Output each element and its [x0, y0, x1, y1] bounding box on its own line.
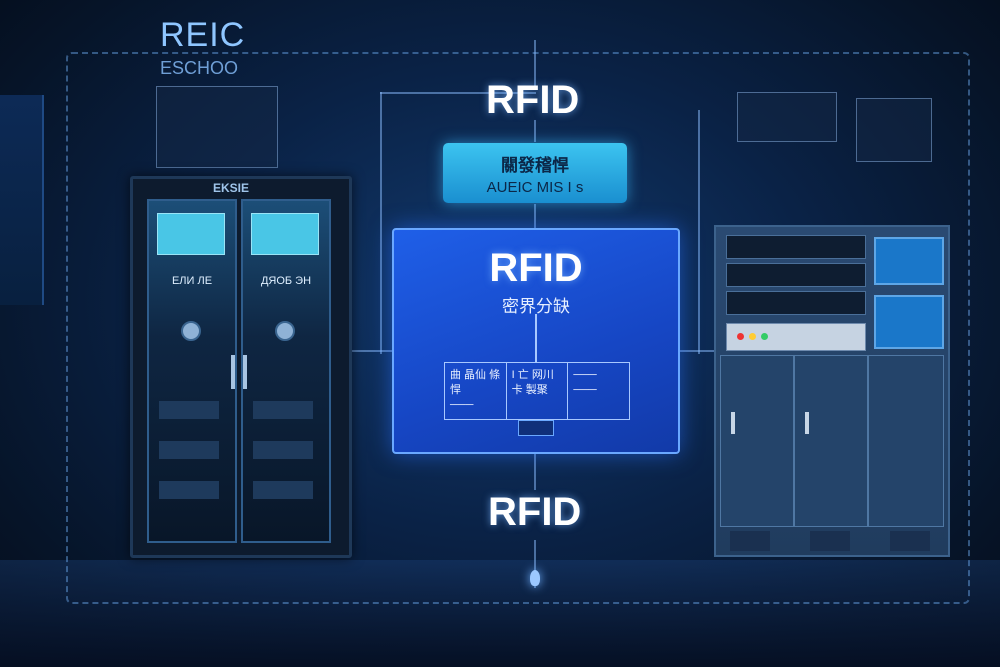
connector-line: [676, 350, 716, 352]
cabinet-module: [253, 401, 313, 419]
cabinet-module: [253, 481, 313, 499]
cabinet-label: EKSIE: [213, 181, 250, 195]
connector-line: [534, 120, 536, 142]
cabinet-leg: [730, 531, 770, 551]
brand-title: REIC: [160, 16, 246, 54]
rfid-bottom-label: RFID: [488, 490, 582, 534]
wall-panel: [737, 92, 837, 142]
rfid-top-label: RFID: [486, 78, 580, 122]
table-cell: ───: [450, 399, 474, 411]
floor: [0, 560, 1000, 667]
panel-table-col: 曲 晶仙 條悍 ───: [445, 363, 507, 419]
rfid-tag-line1: 關發稽悍: [501, 156, 569, 175]
dashed-frame: [66, 52, 970, 604]
rfid-tag-line2: AUEIC MIS I s: [486, 179, 584, 196]
control-screen-top: [874, 237, 944, 285]
control-screen-bottom: [874, 295, 944, 349]
connector-line: [380, 92, 382, 354]
rfid-tag-box: 關發稽悍 AUEIC MIS I s: [443, 143, 627, 203]
server-cabinet: EKSIE ЕЛИ ЛЕ ДЯОБ ЭН: [130, 176, 352, 558]
panel-table: 曲 晶仙 條悍 ─── I 亡 网川 卡 製聚 ─── ───: [444, 362, 630, 420]
cabinet-screen: [157, 213, 225, 255]
connector-line: [534, 204, 536, 228]
panel-title: RFID: [489, 246, 583, 290]
cabinet-door: [720, 355, 794, 527]
status-led-green: [761, 333, 768, 340]
panel-table-col: ─── ───: [568, 363, 629, 419]
cabinet-knob: [181, 321, 201, 341]
control-cabinet: [714, 225, 950, 557]
table-cell: ───: [573, 384, 597, 396]
cabinet-module: [159, 481, 219, 499]
panel-table-col: I 亡 网川 卡 製聚: [507, 363, 569, 419]
table-cell: ───: [573, 369, 597, 381]
cabinet-door: [868, 355, 944, 527]
panel-subtitle: 密界分缺: [502, 297, 570, 316]
connector-line: [534, 450, 536, 490]
table-cell: I 亡 网川: [511, 369, 554, 381]
status-led-yellow: [749, 333, 756, 340]
door-handle: [805, 412, 809, 434]
brand-subtitle: ESCHOO: [160, 58, 239, 78]
floor-light-icon: [530, 570, 540, 586]
wall-monitor: [856, 98, 932, 162]
left-wall-screen: [0, 95, 44, 305]
rack-unit: [726, 235, 866, 259]
connector-line: [534, 540, 536, 588]
table-cell: 卡 製聚: [511, 384, 548, 396]
cabinet-door-text: ЕЛИ ЛЕ: [171, 275, 213, 287]
connector-line: [534, 40, 536, 88]
rfid-central-panel: RFID 密界分缺 曲 晶仙 條悍 ─── I 亡 网川 卡 製聚 ─── ──…: [392, 228, 680, 454]
rack-unit: [726, 263, 866, 287]
connector-line: [380, 92, 536, 94]
cabinet-screen: [251, 213, 319, 255]
rack-unit: [726, 291, 866, 315]
connector-line: [698, 110, 700, 354]
cabinet-handle: [231, 355, 235, 389]
panel-connector: [535, 314, 537, 362]
cabinet-module: [159, 401, 219, 419]
indicator-panel: [726, 323, 866, 351]
wall-panel-left: [156, 86, 278, 168]
connector-line: [330, 350, 392, 352]
cabinet-door-text: ДЯОБ ЭН: [260, 275, 312, 287]
cabinet-leg: [890, 531, 930, 551]
cabinet-handle: [243, 355, 247, 389]
table-cell: 曲 晶仙 條悍: [450, 369, 501, 396]
cabinet-door: [794, 355, 868, 527]
cabinet-knob: [275, 321, 295, 341]
cabinet-module: [159, 441, 219, 459]
cabinet-leg: [810, 531, 850, 551]
cabinet-door-right: ДЯОБ ЭН: [241, 199, 331, 543]
cabinet-door-left: ЕЛИ ЛЕ: [147, 199, 237, 543]
status-led-red: [737, 333, 744, 340]
cabinet-module: [253, 441, 313, 459]
panel-port: [518, 420, 554, 436]
door-handle: [731, 412, 735, 434]
